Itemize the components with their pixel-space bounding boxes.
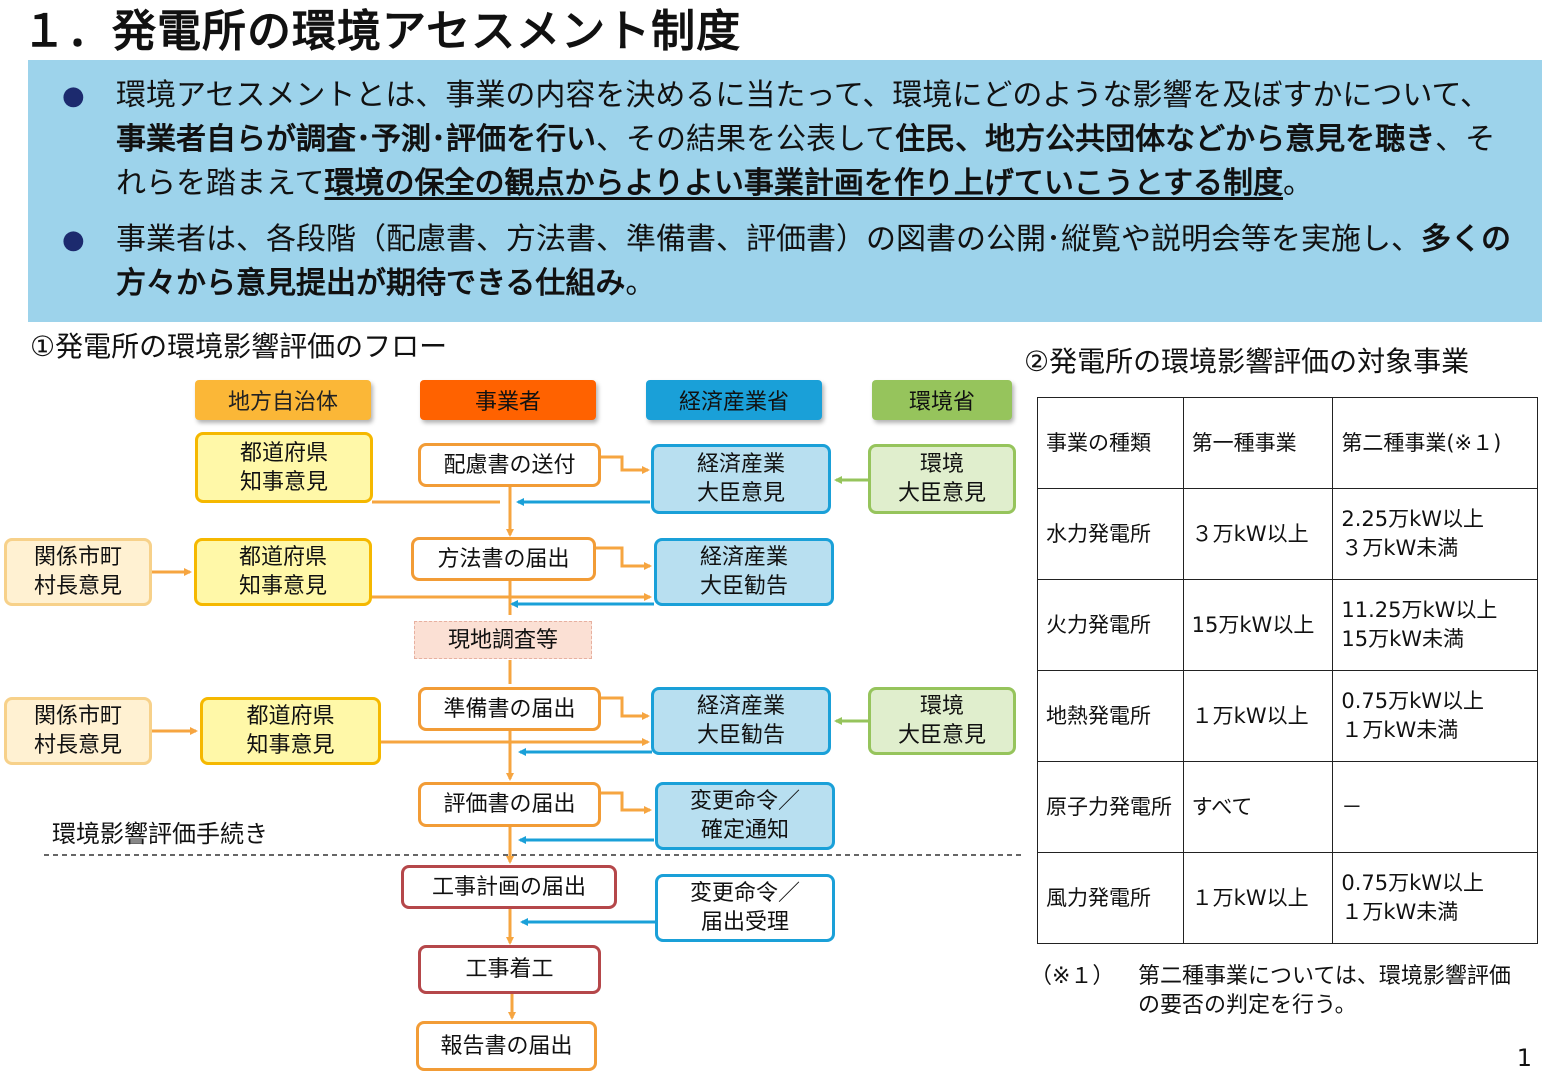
header-meti: 経済産業省 <box>646 380 822 420</box>
moe-minister-opinion-1: 環境 大臣意見 <box>868 444 1016 514</box>
table-cell: 原子力発電所 <box>1037 761 1184 853</box>
flow-title: ①発電所の環境影響評価のフロー <box>30 330 448 363</box>
table-cell: 2.25万kW以上 ３万kW未満 <box>1332 488 1538 580</box>
header-moe: 環境省 <box>872 380 1012 420</box>
final-eis-filing: 評価書の届出 <box>418 782 601 827</box>
bullet-icon: ● <box>62 81 85 111</box>
bullet1-text-1: 環境アセスメントとは、事業の内容を決めるに当たって、環境にどのような影響を及ぼす… <box>116 78 1490 113</box>
bullet2-text-1: 事業者は、各段階（配慮書、方法書、準備書、評価書）の図書の公開･縦覧や説明会等を… <box>116 222 1421 257</box>
header-cell: 事業の種類 <box>1037 397 1184 489</box>
construction-start: 工事着工 <box>418 945 601 994</box>
bullet1-bold-1: 事業者自らが調査･予測･評価を行い <box>116 122 596 157</box>
target-projects-table: 事業の種類 第一種事業 第二種事業(※１) 水力発電所 ３万kW以上 2.25万… <box>1037 397 1538 944</box>
table-cell: 地熱発電所 <box>1037 670 1184 762</box>
header-cell: 第二種事業(※１) <box>1332 397 1538 489</box>
table-cell: １万kW以上 <box>1182 852 1334 944</box>
table-cell: 15万kW以上 <box>1182 579 1334 671</box>
table-cell: ３万kW以上 <box>1182 488 1334 580</box>
municipal-mayor-opinion-1: 関係市町 村長意見 <box>4 538 152 606</box>
header-local-government: 地方自治体 <box>195 380 371 420</box>
bullet1-text-4: 。 <box>1283 166 1313 201</box>
draft-eis-filing: 準備書の届出 <box>418 687 601 731</box>
table-cell: 水力発電所 <box>1037 488 1184 580</box>
procedure-label: 環境影響評価手続き <box>52 820 268 848</box>
header-cell: 第一種事業 <box>1182 397 1334 489</box>
bullet-icon: ● <box>62 225 85 255</box>
bullet1-text-2: 、その結果を公表して <box>596 122 896 157</box>
municipal-mayor-opinion-2: 関係市町 村長意見 <box>4 697 152 765</box>
bullet1-bold-2: 住民、地方公共団体などから意見を聴き <box>895 122 1436 157</box>
table-row: 水力発電所 ３万kW以上 2.25万kW以上 ３万kW未満 <box>1037 488 1538 580</box>
table-cell: すべて <box>1182 761 1334 853</box>
moe-minister-opinion-2: 環境 大臣意見 <box>868 687 1016 755</box>
bullet1-text-3: 、それらを踏まえて <box>116 122 1496 201</box>
table-cell: 火力発電所 <box>1037 579 1184 671</box>
meti-minister-recommendation-2: 経済産業 大臣勧告 <box>651 687 831 755</box>
page-title: １．発電所の環境アセスメント制度 <box>22 6 742 57</box>
table-header-row: 事業の種類 第一種事業 第二種事業(※１) <box>1037 397 1538 489</box>
bullet1-bold-underline: 環境の保全の観点からよりよい事業計画を作り上げていこうとする制度 <box>324 166 1284 201</box>
consideration-document-submission: 配慮書の送付 <box>418 443 601 487</box>
table-cell: 11.25万kW以上 15万kW未満 <box>1332 579 1538 671</box>
footnote-mark: （※１） <box>1030 964 1115 989</box>
meti-minister-recommendation-1: 経済産業 大臣勧告 <box>654 538 834 606</box>
table-row: 原子力発電所 すべて － <box>1037 761 1538 853</box>
prefecture-governor-opinion-1: 都道府県 知事意見 <box>195 432 373 503</box>
field-survey: 現地調査等 <box>414 621 592 659</box>
table-row: 火力発電所 15万kW以上 11.25万kW以上 15万kW未満 <box>1037 579 1538 671</box>
bullet2-bold-1: 多くの方々から意見提出が期待できる仕組み <box>116 222 1511 301</box>
table-cell: － <box>1332 761 1538 853</box>
table-title: ②発電所の環境影響評価の対象事業 <box>1024 345 1470 378</box>
prefecture-governor-opinion-3: 都道府県 知事意見 <box>200 697 381 765</box>
change-order-filing-acceptance: 変更命令／ 届出受理 <box>655 874 835 942</box>
change-order-confirmation-notice: 変更命令／ 確定通知 <box>655 782 835 850</box>
table-cell: １万kW以上 <box>1182 670 1334 762</box>
table-cell: 風力発電所 <box>1037 852 1184 944</box>
footnote-text: 第二種事業については、環境影響評価 の要否の判定を行う。 <box>1138 964 1511 1018</box>
table-cell: 0.75万kW以上 １万kW未満 <box>1332 852 1538 944</box>
table-row: 風力発電所 １万kW以上 0.75万kW以上 １万kW未満 <box>1037 852 1538 944</box>
construction-plan-filing: 工事計画の届出 <box>401 865 617 909</box>
table-cell: 0.75万kW以上 １万kW未満 <box>1332 670 1538 762</box>
prefecture-governor-opinion-2: 都道府県 知事意見 <box>194 538 372 606</box>
table-row: 地熱発電所 １万kW以上 0.75万kW以上 １万kW未満 <box>1037 670 1538 762</box>
header-operator: 事業者 <box>420 380 596 420</box>
meti-minister-opinion: 経済産業 大臣意見 <box>651 444 831 514</box>
bullet2-text-2: 。 <box>625 266 656 301</box>
report-filing: 報告書の届出 <box>416 1021 597 1071</box>
summary-box: ● 環境アセスメントとは、事業の内容を決めるに当たって、環境にどのような影響を及… <box>28 60 1542 322</box>
scoping-document-filing: 方法書の届出 <box>411 537 596 581</box>
page-number: 1 <box>1516 1044 1532 1072</box>
